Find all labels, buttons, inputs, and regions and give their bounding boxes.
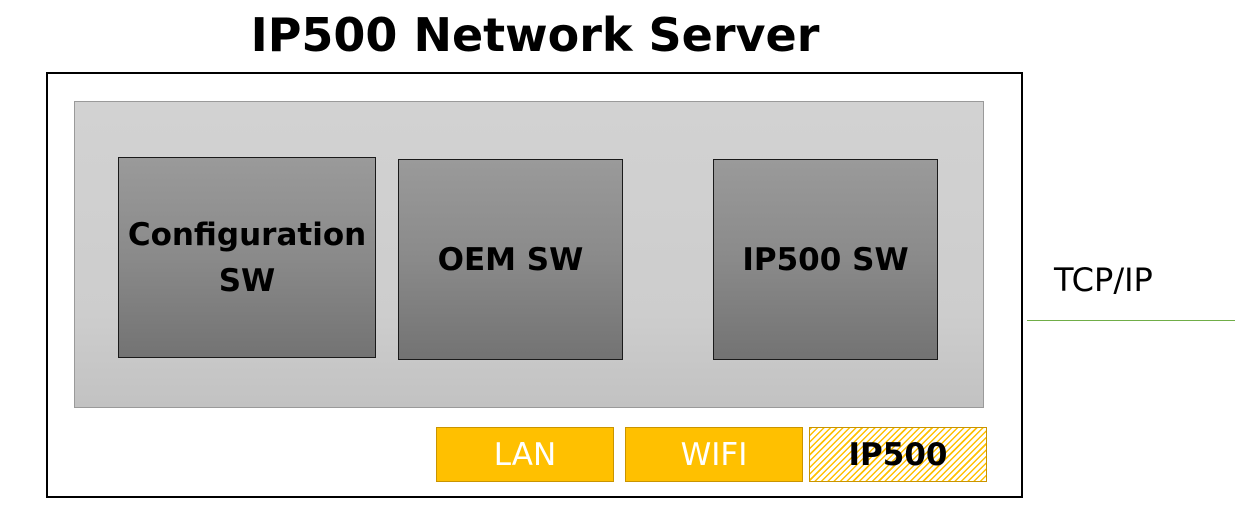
lan-interface-label: LAN — [493, 436, 557, 473]
configuration-sw-label-line1: Configuration — [127, 216, 367, 253]
wifi-interface-block: WIFI — [625, 427, 803, 482]
oem-sw-label: OEM SW — [437, 241, 584, 278]
wifi-interface-label: WIFI — [680, 436, 748, 473]
oem-sw-module: OEM SW — [398, 159, 623, 360]
configuration-sw-module: Configuration SW — [118, 157, 376, 358]
lan-interface-block: LAN — [436, 427, 614, 482]
ip500-sw-label: IP500 SW — [742, 241, 909, 278]
ip500-sw-module: IP500 SW — [713, 159, 938, 360]
configuration-sw-label-line2: SW — [218, 262, 276, 299]
tcp-ip-label: TCP/IP — [1054, 261, 1153, 299]
tcp-ip-connection-line — [1027, 320, 1235, 321]
ip500-interface-label: IP500 — [848, 436, 948, 473]
diagram-title: IP500 Network Server — [250, 8, 820, 62]
ip500-interface-block: IP500 — [809, 427, 987, 482]
